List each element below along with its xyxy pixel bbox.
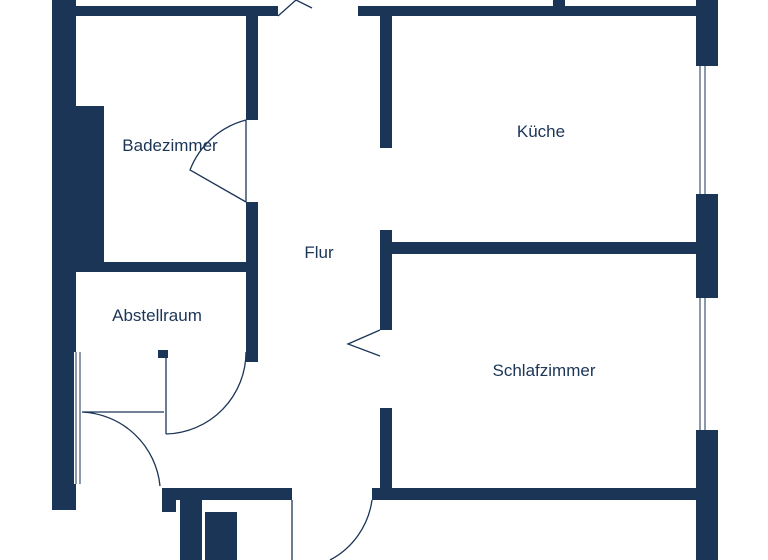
bottom-wall-corner (162, 500, 176, 512)
kitchen-left-wall (380, 16, 392, 148)
kitchen-bedroom-divider (380, 230, 392, 252)
storage-window (74, 352, 82, 484)
exterior-wall-left (52, 0, 76, 510)
exterior-wall-right-2 (696, 194, 718, 298)
storage-bottom-stub (158, 350, 168, 358)
top-wall-right (358, 6, 700, 16)
bedroom-left-wall-upper (380, 252, 392, 330)
bath-wall-block (76, 106, 104, 266)
top-wall-left (76, 6, 278, 16)
storage-right-wall (246, 272, 258, 362)
bath-storage-divider (76, 262, 258, 272)
bath-right-wall-lower (246, 202, 258, 272)
bottom-wall-left (162, 488, 292, 500)
entrance-door (81, 411, 164, 487)
bottom-wall-right (372, 488, 702, 500)
exterior-wall-right-1 (696, 0, 718, 66)
bottom-wall-block-1 (180, 500, 202, 560)
label-kueche: Küche (517, 122, 565, 141)
label-badezimmer: Badezimmer (122, 136, 218, 155)
top-entrance-door (277, 0, 313, 17)
storage-door (165, 351, 247, 435)
label-flur: Flur (304, 243, 334, 262)
bedroom-window (698, 298, 708, 430)
bathroom-door (189, 119, 247, 203)
bath-right-wall-upper (246, 16, 258, 120)
top-wall-stub (553, 0, 565, 8)
exterior-wall-right-3 (696, 430, 718, 560)
bottom-wall-block-2 (205, 512, 237, 560)
kitchen-bedroom-divider-h (392, 242, 700, 254)
bedroom-left-wall-lower (380, 408, 392, 498)
bedroom-door (346, 329, 381, 357)
flur-entrance-door (291, 499, 373, 560)
label-abstellraum: Abstellraum (112, 306, 202, 325)
kitchen-window (698, 66, 708, 194)
label-schlafzimmer: Schlafzimmer (493, 361, 596, 380)
